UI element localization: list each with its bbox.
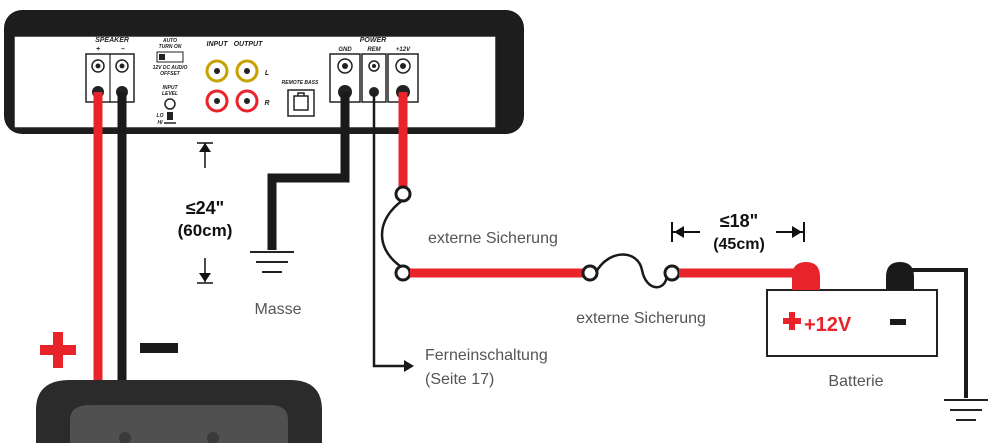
fuse2-right-contact [663, 264, 681, 282]
lo-label: LO [157, 113, 164, 119]
turn-on-modes: 12V DC AUDIO [153, 65, 188, 71]
speaker-label: SPEAKER [95, 37, 129, 44]
fuse1-bottom-contact [394, 264, 412, 282]
offset-label: OFFSET [160, 71, 181, 77]
max-ground-length-cm: (60cm) [178, 221, 233, 240]
fuse2-element [594, 253, 669, 289]
hi-label: HI [158, 120, 164, 126]
auto-label: AUTO [162, 38, 177, 44]
output-label: OUTPUT [234, 41, 264, 48]
remote-page-label: (Seite 17) [425, 371, 494, 388]
fuse2-left-contact [581, 264, 599, 282]
plus12v-label: +12V [396, 47, 411, 53]
input-level-label-1: INPUT [163, 85, 179, 91]
input-level-knob [164, 98, 176, 110]
fuse1-top-contact [394, 185, 412, 203]
speaker-plus-label: + [96, 46, 100, 53]
max-fuse-length: ≤18" [720, 211, 758, 231]
l-label: L [265, 70, 269, 77]
rem-label: REM [367, 47, 381, 53]
gnd-label: GND [338, 47, 352, 53]
remote-wire [372, 92, 410, 368]
battery-plus-label: +12V [804, 314, 852, 336]
remote-bass-label: REMOTE BASS [282, 80, 319, 86]
speaker-minus-mark [140, 343, 178, 353]
fuse1-label: externe Sicherung [428, 230, 558, 247]
r-label: R [264, 100, 269, 107]
turn-on-switch [156, 51, 184, 63]
battery-minus-label [890, 319, 906, 325]
fuse2-label: externe Sicherung [576, 310, 706, 327]
ground-wire [267, 92, 350, 250]
battery-label: Batterie [828, 373, 883, 390]
battery-minus-post [886, 262, 914, 290]
fuse1-element [380, 198, 404, 270]
masse-label: Masse [254, 301, 301, 318]
power-label: POWER [360, 37, 386, 44]
input-level-label-2: LEVEL [162, 91, 178, 97]
max-fuse-length-cm: (45cm) [713, 236, 765, 253]
remote-bass-port [287, 89, 315, 117]
battery-ground-wire [900, 268, 968, 398]
turn-on-label: TURN ON [159, 44, 182, 50]
max-ground-length: ≤24" [186, 198, 224, 218]
input-label: INPUT [207, 41, 229, 48]
speaker-minus-label: – [121, 46, 125, 53]
battery-plus-post [792, 262, 820, 290]
remote-label: Ferneinschaltung [425, 347, 548, 364]
